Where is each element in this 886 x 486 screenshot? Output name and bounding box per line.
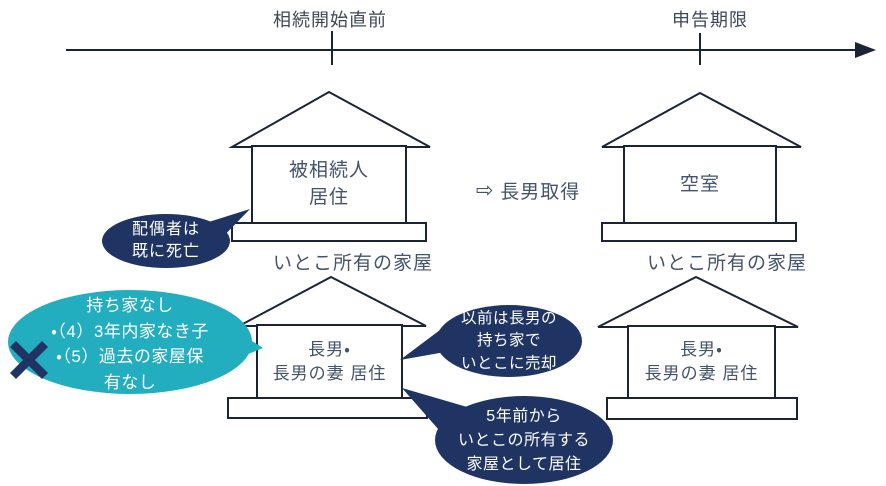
timeline-arrowhead-icon [855,42,876,58]
house-bottom-left [227,275,428,419]
bubble-line: 配偶者は [131,221,200,238]
bubble-line: 以前は長男の [460,310,557,327]
bubble-line: ・（5）過去の家屋保 [56,347,204,366]
house-label-line: 長男の妻 居住 [272,363,387,383]
bubble-line: ・（4）3年内家なき子 [51,321,209,341]
transfer-annotation: ⇨ 長男取得 [455,177,601,204]
bubble-line: 5年前から [486,408,562,425]
bubble-line: 持ち家なし [86,296,174,315]
house-bottom-right [597,275,799,420]
house-label-line: 空室 [679,174,720,195]
bubble-no-home-conditions [8,290,263,394]
house-roof [228,90,431,148]
house-label-line: 長男の妻 居住 [644,363,759,383]
bubble-spouse-text: 配偶者は 既に死亡 [96,219,236,263]
house-label-line: 被相続人 [288,160,369,181]
house-top-left [228,90,431,242]
timeline-start-label: 相続開始直前 [273,10,387,30]
timeline-end-label: 申告期限 [672,10,748,30]
bubble-body [8,290,252,394]
transfer-label: 長男取得 [500,182,581,203]
bubble-body [436,305,582,377]
house-base [601,222,797,242]
bubble-line: 持ち家で [476,332,541,350]
house-bottom-right-label: 長男・ 長男の妻 居住 [628,338,775,386]
house-label-line: 長男・ [308,340,351,359]
house-base [227,397,428,419]
rightwards-white-arrow-icon: ⇨ [475,179,495,202]
house-base [606,397,798,420]
bubble-five-years-residence [402,388,613,484]
house-top-left-label: 被相続人 居住 [252,158,406,211]
bubble-previous-text: 以前は長男の 持ち家で いとこに売却 [434,308,584,375]
bubble-body [102,214,230,268]
house-label-line: 居住 [308,186,349,208]
house-bottom-left-label: 長男・ 長男の妻 居住 [257,338,402,386]
house-roof [601,91,802,148]
house-body [627,325,776,399]
house-top-left-caption: いとこ所有の家屋 [272,253,433,274]
bubble-line: 有なし [103,372,157,392]
bubble-line: 家屋として居住 [466,456,582,473]
bubble-line: いとこの所有する [457,432,590,449]
bubble-line: いとこに売却 [460,354,557,372]
bubble-spouse-deceased [102,209,250,268]
house-top-right-label: 空室 [624,172,776,199]
house-base [231,222,427,242]
bubble-previous-ownership [400,305,582,377]
bubble-residence-text: 5年前から いとこの所有する 家屋として居住 [436,405,612,477]
x-stroke [9,340,49,380]
bubble-body [435,396,613,484]
bubble-conditions-text: 持ち家なし ・（4）3年内家なき子 ・（5）過去の家屋保 有なし [15,293,245,395]
house-roof [238,275,427,327]
house-top-right [601,91,802,242]
house-body [623,145,777,224]
bubble-line: 既に死亡 [131,243,200,261]
x-mark-icon [9,340,49,380]
house-label-line: 長男・ [680,340,723,359]
house-roof [597,275,799,328]
house-top-right-caption: いとこ所有の家屋 [646,253,807,274]
